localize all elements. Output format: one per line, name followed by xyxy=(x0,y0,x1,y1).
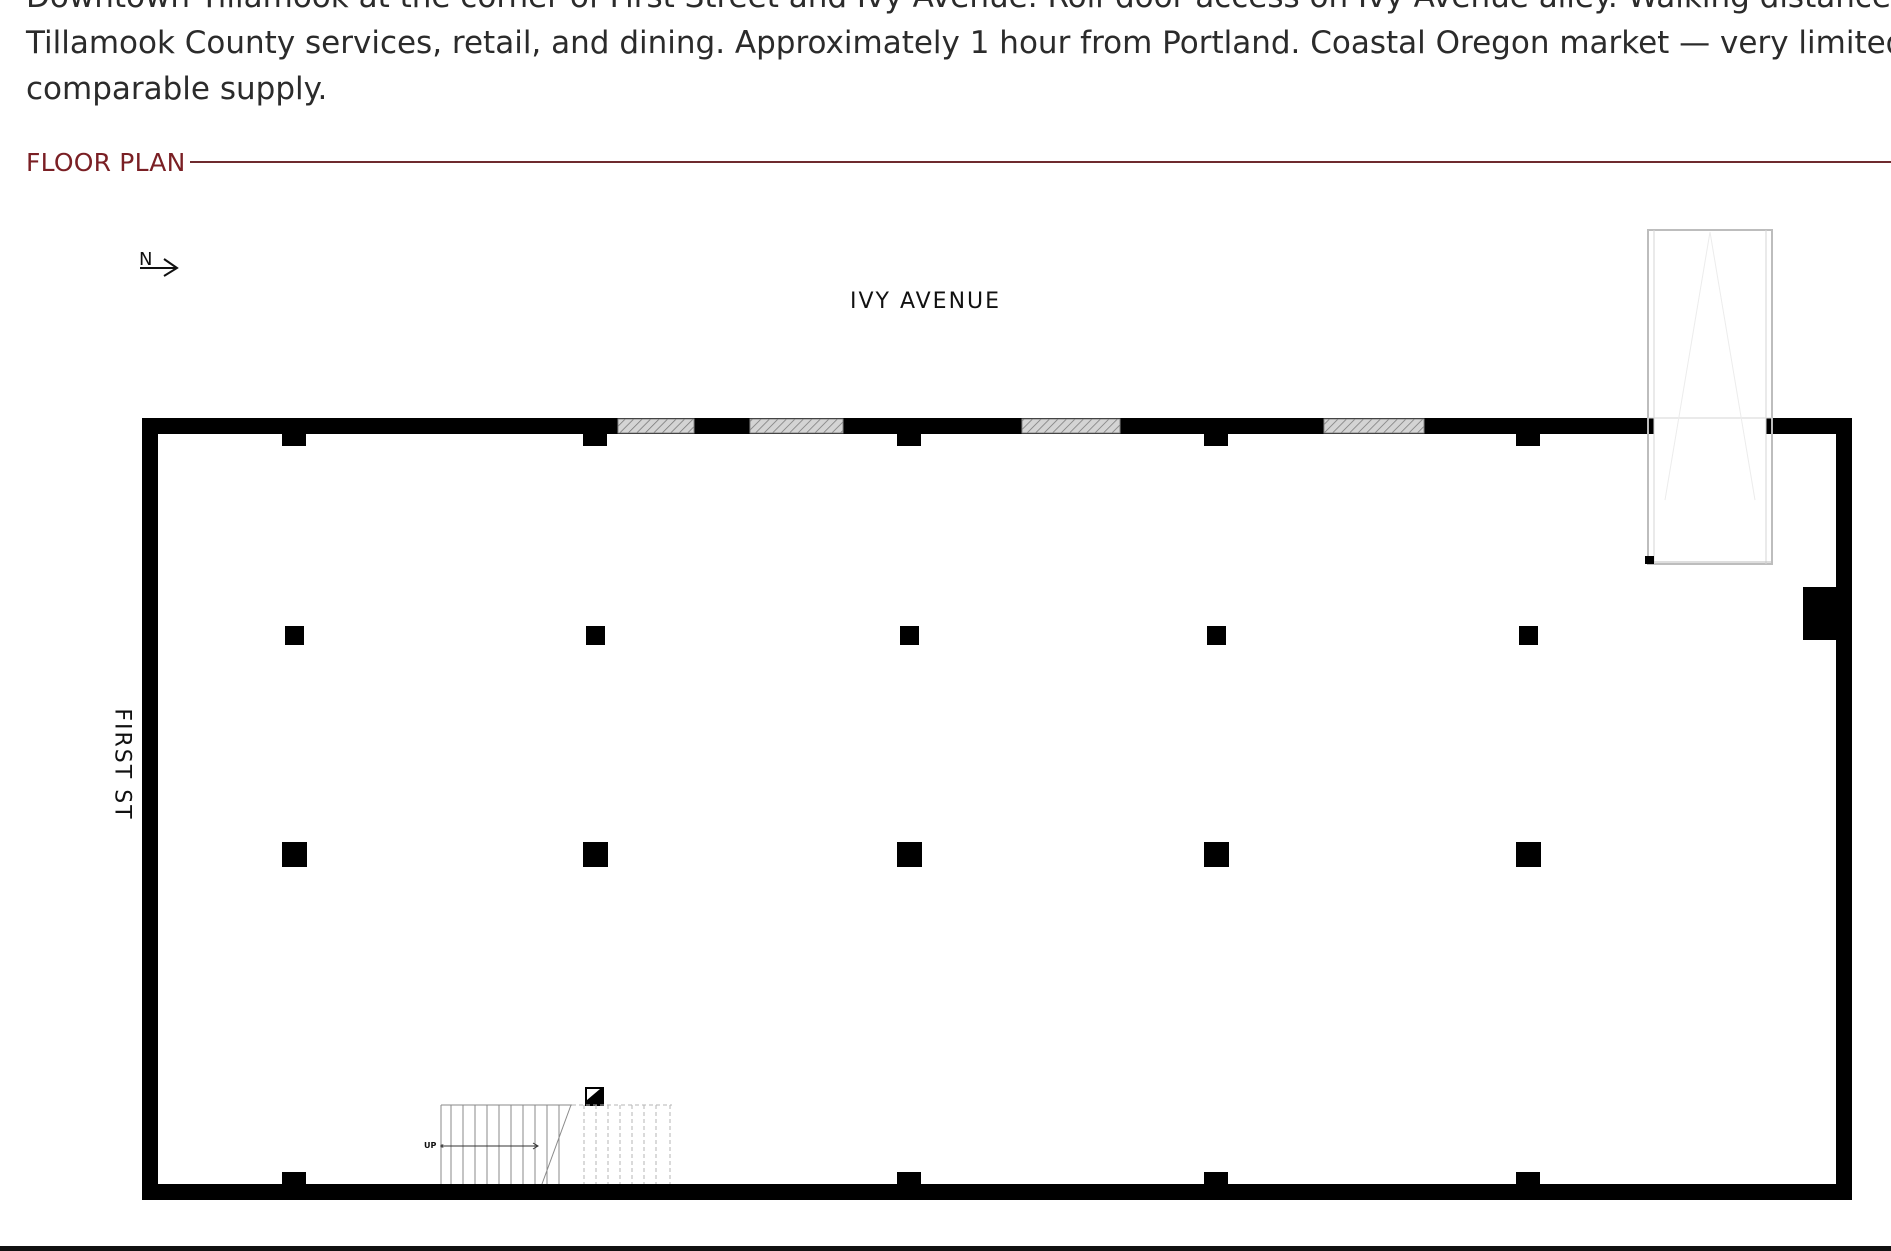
north-label: N xyxy=(139,249,153,270)
roll-door-ramp xyxy=(1645,229,1773,565)
staircase xyxy=(440,1104,672,1185)
property-description: Downtown Tillamook at the corner of Firs… xyxy=(26,0,1891,112)
description-line-3: comparable supply. xyxy=(26,71,328,107)
exterior-walls xyxy=(142,418,1852,1200)
north-arrow-icon xyxy=(140,258,179,277)
section-divider xyxy=(190,161,1891,163)
street-label-ivy-avenue: IVY AVENUE xyxy=(850,289,1002,314)
stair-column xyxy=(585,1087,604,1106)
columns-bottom-wall xyxy=(282,1172,1540,1188)
page-bottom-border xyxy=(0,1246,1891,1251)
street-label-first-st: FIRST ST xyxy=(109,708,135,821)
description-line-1: Downtown Tillamook at the corner of Firs… xyxy=(26,0,1891,20)
stair-up-label: UP xyxy=(424,1141,437,1150)
columns-top-wall xyxy=(282,428,1540,446)
description-line-2: Tillamook County services, retail, and d… xyxy=(26,25,1891,61)
storefront-windows xyxy=(617,418,1425,434)
columns-row-2 xyxy=(282,842,1541,867)
columns-row-1 xyxy=(285,626,1538,645)
wall-pilaster xyxy=(1803,587,1837,640)
floor-plan-heading: FLOOR PLAN xyxy=(26,148,186,177)
